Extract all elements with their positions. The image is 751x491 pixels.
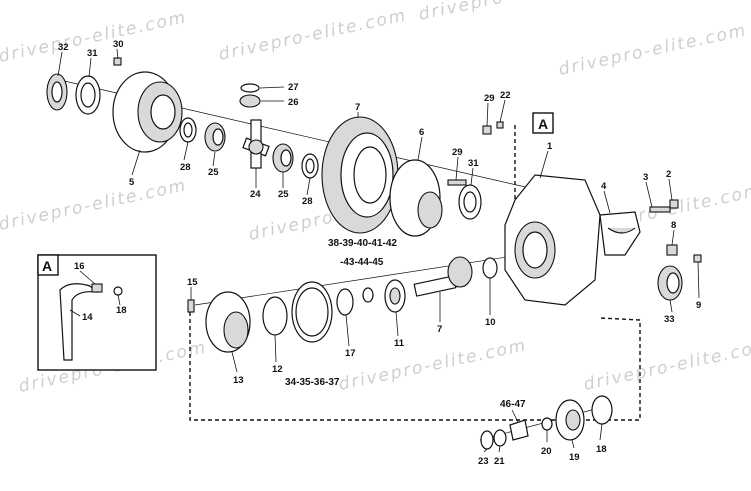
part-33-adjusting-nut	[657, 265, 683, 301]
label-6: 6	[419, 127, 424, 138]
label-26: 26	[288, 97, 299, 108]
part-7-pinion	[413, 256, 473, 297]
label-29: 29	[484, 93, 495, 104]
label-24: 24	[250, 189, 261, 200]
label-31b: 31	[468, 158, 479, 169]
part-9-screw	[693, 254, 702, 263]
part-12-oring	[262, 296, 288, 336]
label-31: 31	[87, 48, 98, 59]
label-5: 5	[129, 177, 135, 188]
label-13: 13	[233, 375, 244, 386]
part-11-bearing	[384, 279, 406, 313]
part-2-bolt	[669, 199, 679, 209]
part-10-bearing	[482, 257, 498, 279]
label-33: 33	[664, 314, 675, 325]
part-13-pinion-carrier	[205, 291, 251, 353]
part-27-washer	[240, 83, 260, 93]
label-16: 16	[74, 261, 85, 272]
watermark-text: drivepro-elite.com	[217, 5, 409, 65]
part-34-shims	[291, 281, 333, 343]
callout-letter: A	[538, 116, 548, 132]
label-3: 3	[643, 172, 648, 183]
part-29-bolt-2	[482, 125, 492, 135]
label-29b: 29	[452, 147, 463, 158]
part-8-lockplate	[666, 244, 678, 256]
dashed-connectors	[189, 125, 641, 421]
label-21: 21	[494, 456, 505, 467]
label-19: 19	[569, 452, 580, 463]
part-46-seal	[509, 419, 529, 441]
label-18b: 18	[596, 444, 607, 455]
label-4: 4	[601, 181, 607, 192]
part-18-seal	[591, 395, 613, 425]
inset-letter: A	[42, 258, 52, 274]
part-3-bolt	[649, 206, 671, 213]
part-18-washer-inset	[113, 286, 123, 296]
watermark-text: drivepro-elite.com	[337, 335, 529, 395]
label-10: 10	[485, 317, 496, 328]
part-19-flange	[555, 399, 585, 441]
part-31-bearing-cup-2	[458, 184, 482, 220]
part-labels: 32 31 30 5 28 25 24 25 28 27 26 7 6 29 2…	[58, 39, 701, 467]
part-25-side-gear	[204, 122, 226, 152]
part-28-washer	[179, 117, 197, 143]
label-27: 27	[288, 82, 299, 93]
part-6-diff-case	[389, 159, 443, 237]
part-20-oring	[541, 417, 553, 431]
watermark-text: drivepro-elite.com	[557, 20, 749, 80]
label-8: 8	[671, 220, 676, 231]
label-12: 12	[272, 364, 283, 375]
part-1-housing	[504, 174, 601, 306]
watermark-text: drivepro-elite.com	[0, 175, 189, 235]
watermark-text: drivepro-elite.com	[582, 335, 751, 395]
leader-lines	[57, 48, 700, 453]
label-25: 25	[208, 167, 219, 178]
label-14: 14	[82, 312, 93, 323]
label-28: 28	[180, 162, 191, 173]
label-15: 15	[187, 277, 198, 288]
part-16-fitting	[91, 283, 103, 293]
part-38-shims	[362, 287, 374, 303]
label-25b: 25	[278, 189, 289, 200]
part-31-bearing-cup	[75, 75, 101, 115]
label-32: 32	[58, 42, 69, 53]
part-17-bearing	[336, 288, 354, 316]
part-23-nut	[480, 430, 494, 450]
part-25-side-gear-2	[272, 143, 294, 173]
part-28-washer-2	[301, 153, 319, 179]
label-18: 18	[116, 305, 127, 316]
label-7: 7	[355, 102, 360, 113]
label-30: 30	[113, 39, 124, 50]
part-4-bearing-cap	[599, 211, 641, 256]
part-29-bolt	[447, 179, 467, 186]
label-11: 11	[394, 338, 405, 349]
label-28b: 28	[302, 196, 313, 207]
inset-box-a: A	[37, 254, 157, 371]
label-group-34-37: 34-35-36-37	[285, 377, 340, 388]
part-7-ring-gear	[321, 116, 399, 234]
part-32-bearing	[46, 73, 68, 111]
part-15-bolt	[187, 299, 195, 313]
label-group-46-47: 46-47	[500, 399, 526, 410]
label-group-43-45: -43-44-45	[340, 257, 384, 268]
label-22: 22	[500, 90, 511, 101]
label-1: 1	[547, 141, 553, 152]
callout-a-housing: A	[532, 112, 554, 134]
label-23: 23	[478, 456, 489, 467]
watermark-text: drivepro-elite.com	[417, 0, 609, 25]
label-17: 17	[345, 348, 356, 359]
part-26-pinion	[239, 94, 261, 108]
label-7b: 7	[437, 324, 442, 335]
part-21-washer	[493, 429, 507, 447]
label-2: 2	[666, 169, 671, 180]
part-5-diff-case	[112, 71, 183, 153]
part-22-pin	[496, 121, 504, 129]
part-30-screw	[113, 57, 122, 66]
label-group-38-42: 38-39-40-41-42	[328, 238, 397, 249]
label-9: 9	[696, 300, 701, 311]
label-20: 20	[541, 446, 552, 457]
